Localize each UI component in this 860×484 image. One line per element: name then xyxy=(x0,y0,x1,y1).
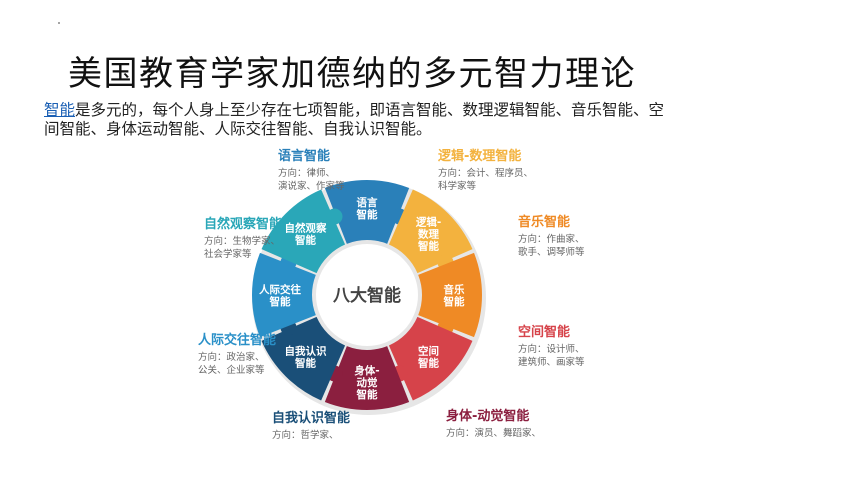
segment-body xyxy=(324,346,410,411)
intro-paragraph: 智能是多元的，每个人身上至少存在七项智能，即语言智能、数理逻辑智能、音乐智能、空… xyxy=(44,101,804,139)
segment-self xyxy=(261,316,346,401)
paragraph-line2: 间智能、身体运动智能、人际交往智能、自我认识智能。 xyxy=(44,120,432,138)
segment-label-music: 音乐 xyxy=(444,283,465,296)
center-label: 八大智能 xyxy=(333,285,401,306)
segment-label-nature: 自然观察 xyxy=(284,221,326,234)
segment-label-space: 智能 xyxy=(417,357,439,370)
segment-label-logic: 逻辑- xyxy=(416,215,441,228)
label-title-interpersonal: 人际交往智能 xyxy=(198,332,276,348)
label-desc-language: 演说家、作家等 xyxy=(278,180,345,192)
segment-label-language: 语言 xyxy=(357,196,378,209)
segment-label-logic: 智能 xyxy=(417,239,439,252)
label-title-self: 自我认识智能 xyxy=(272,410,350,426)
segment-label-nature: 智能 xyxy=(294,233,316,246)
label-desc-music: 方向：作曲家、 xyxy=(518,233,585,245)
segment-label-body: 动觉 xyxy=(357,376,378,389)
segment-label-language: 智能 xyxy=(356,208,378,221)
multiple-intelligences-diagram: 语言智能语言智能方向：律师、演说家、作家等逻辑-数理智能逻辑-数理智能方向：会计… xyxy=(198,148,585,441)
segment-label-interpersonal: 智能 xyxy=(269,295,291,308)
label-desc-nature: 社会学家等 xyxy=(204,248,252,260)
center-circle xyxy=(316,244,418,346)
label-desc-interpersonal: 方向：政治家、 xyxy=(198,351,265,363)
segment-language xyxy=(324,180,410,244)
label-title-language: 语言智能 xyxy=(278,148,330,164)
label-desc-interpersonal: 公关、企业家等 xyxy=(198,364,265,376)
page-title: 美国教育学家加德纳的多元智力理论 xyxy=(68,54,636,94)
segment-interpersonal xyxy=(252,252,316,338)
segment-label-self: 自我认识 xyxy=(284,345,326,358)
label-desc-self: 方向：哲学家、 xyxy=(272,429,339,441)
intelligence-link[interactable]: 智能 xyxy=(44,101,76,119)
puzzle-knob-nature xyxy=(326,208,343,225)
decorative-dot xyxy=(58,22,60,24)
segment-label-logic: 数理 xyxy=(417,227,439,240)
label-title-body: 身体-动觉智能 xyxy=(446,408,529,424)
label-title-logic: 逻辑-数理智能 xyxy=(438,148,521,164)
segment-label-space: 空间 xyxy=(418,345,439,358)
label-desc-space: 建筑师、画家等 xyxy=(518,356,585,368)
segment-music xyxy=(418,252,482,338)
segment-space xyxy=(388,316,473,401)
segment-label-body: 身体- xyxy=(354,364,379,377)
segment-label-music: 智能 xyxy=(443,295,465,308)
label-desc-logic: 科学家等 xyxy=(438,180,477,192)
segment-label-self: 智能 xyxy=(294,357,316,370)
label-desc-music: 歌手、调琴师等 xyxy=(518,246,585,258)
segment-logic xyxy=(388,189,473,274)
label-desc-body: 方向：演员、舞蹈家、 xyxy=(446,427,541,439)
label-title-music: 音乐智能 xyxy=(518,214,570,230)
label-title-nature: 自然观察智能 xyxy=(204,216,282,232)
label-title-space: 空间智能 xyxy=(518,324,570,340)
segment-label-body: 智能 xyxy=(356,388,378,401)
segment-nature xyxy=(261,189,346,274)
label-desc-space: 方向：设计师、 xyxy=(518,343,585,355)
segment-label-interpersonal: 人际交往 xyxy=(259,283,301,296)
label-desc-nature: 方向：生物学家、 xyxy=(204,235,280,247)
label-desc-language: 方向：律师、 xyxy=(278,167,335,179)
paragraph-line1: 是多元的，每个人身上至少存在七项智能，即语言智能、数理逻辑智能、音乐智能、空 xyxy=(75,101,665,119)
label-desc-logic: 方向：会计、程序员、 xyxy=(438,167,533,179)
